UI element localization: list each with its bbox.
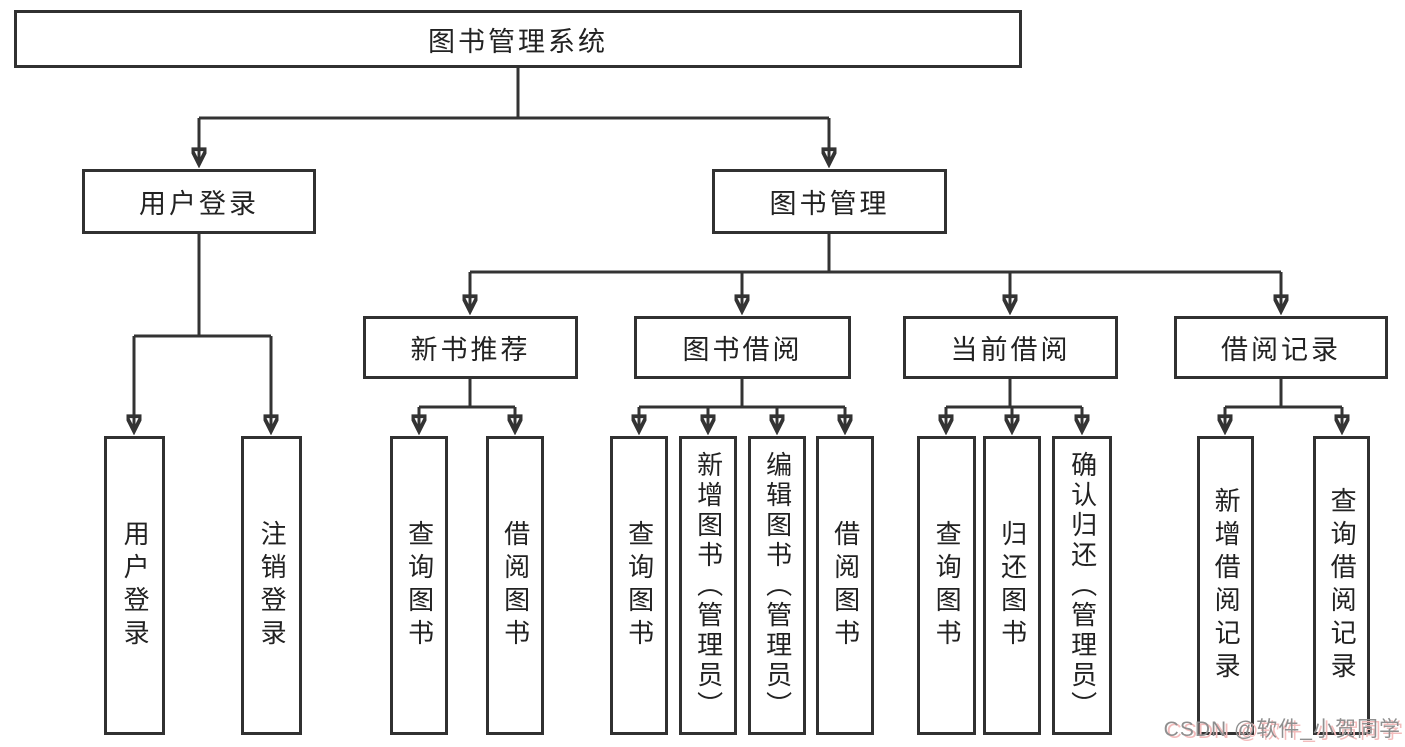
node-label: 用户登录 (139, 189, 259, 219)
leaf-add-borrow-record: 新增借阅记录 (1197, 436, 1254, 735)
node-label: 编辑图书（管理员） (762, 450, 793, 721)
leaf-newbook-query-books: 查询图书 (390, 436, 448, 735)
node-label: 归还图书 (997, 519, 1028, 652)
branch-book-management: 图书管理 (712, 169, 947, 234)
watermark-text: CSDN @软件_小贺同学 (1163, 718, 1401, 741)
node-label: 借阅图书 (500, 519, 531, 652)
leaf-logout: 注销登录 (241, 436, 302, 735)
node-label: 查询借阅记录 (1327, 486, 1358, 685)
branch-book-borrow: 图书借阅 (634, 316, 851, 379)
node-label: 借阅图书 (830, 519, 861, 652)
node-label: 图书管理 (769, 189, 890, 219)
node-label: 注销登录 (257, 519, 288, 652)
node-label: 当前借阅 (950, 335, 1071, 365)
node-label: 借阅记录 (1221, 335, 1341, 365)
branch-borrow-records: 借阅记录 (1174, 316, 1388, 379)
leaf-borrow-query-books: 查询图书 (610, 436, 668, 735)
connector-book-management-children (470, 234, 1281, 310)
node-label: 查询图书 (404, 519, 435, 652)
leaf-current-query-books: 查询图书 (917, 436, 976, 735)
leaf-borrow-add-books-admin: 新增图书（管理员） (679, 436, 737, 735)
leaf-query-borrow-record: 查询借阅记录 (1313, 436, 1370, 735)
node-label: 图书借阅 (682, 335, 803, 365)
node-label: 新增借阅记录 (1211, 486, 1242, 685)
leaf-borrow-edit-books-admin: 编辑图书（管理员） (748, 436, 806, 735)
leaf-current-confirm-return-admin: 确认归还（管理员） (1052, 436, 1112, 735)
node-label: 确认归还（管理员） (1067, 450, 1098, 721)
csdn-watermark: CSDN @软件_小贺同学 (1164, 713, 1401, 743)
connector-current-borrow-children (946, 379, 1082, 430)
connector-root-to-level2 (199, 68, 829, 163)
connector-borrow-records-children (1225, 379, 1342, 430)
branch-user-login: 用户登录 (82, 169, 316, 234)
node-label: 查询图书 (624, 519, 655, 652)
connector-user-login-children (134, 234, 271, 430)
node-label: 图书管理系统 (428, 26, 608, 57)
leaf-borrow-borrow-books: 借阅图书 (816, 436, 874, 735)
node-label: 查询图书 (932, 519, 963, 652)
node-label: 用户登录 (120, 519, 151, 652)
connector-book-borrow-children (639, 379, 845, 430)
node-root: 图书管理系统 (14, 10, 1022, 68)
node-label: 新增图书（管理员） (693, 450, 724, 721)
branch-current-borrow: 当前借阅 (903, 316, 1118, 379)
leaf-newbook-borrow-books: 借阅图书 (486, 436, 544, 735)
leaf-user-login: 用户登录 (104, 436, 165, 735)
leaf-current-return-books: 归还图书 (983, 436, 1041, 735)
node-label: 新书推荐 (410, 335, 531, 365)
branch-new-book-recommend: 新书推荐 (363, 316, 578, 379)
connector-new-book-children (419, 379, 515, 430)
